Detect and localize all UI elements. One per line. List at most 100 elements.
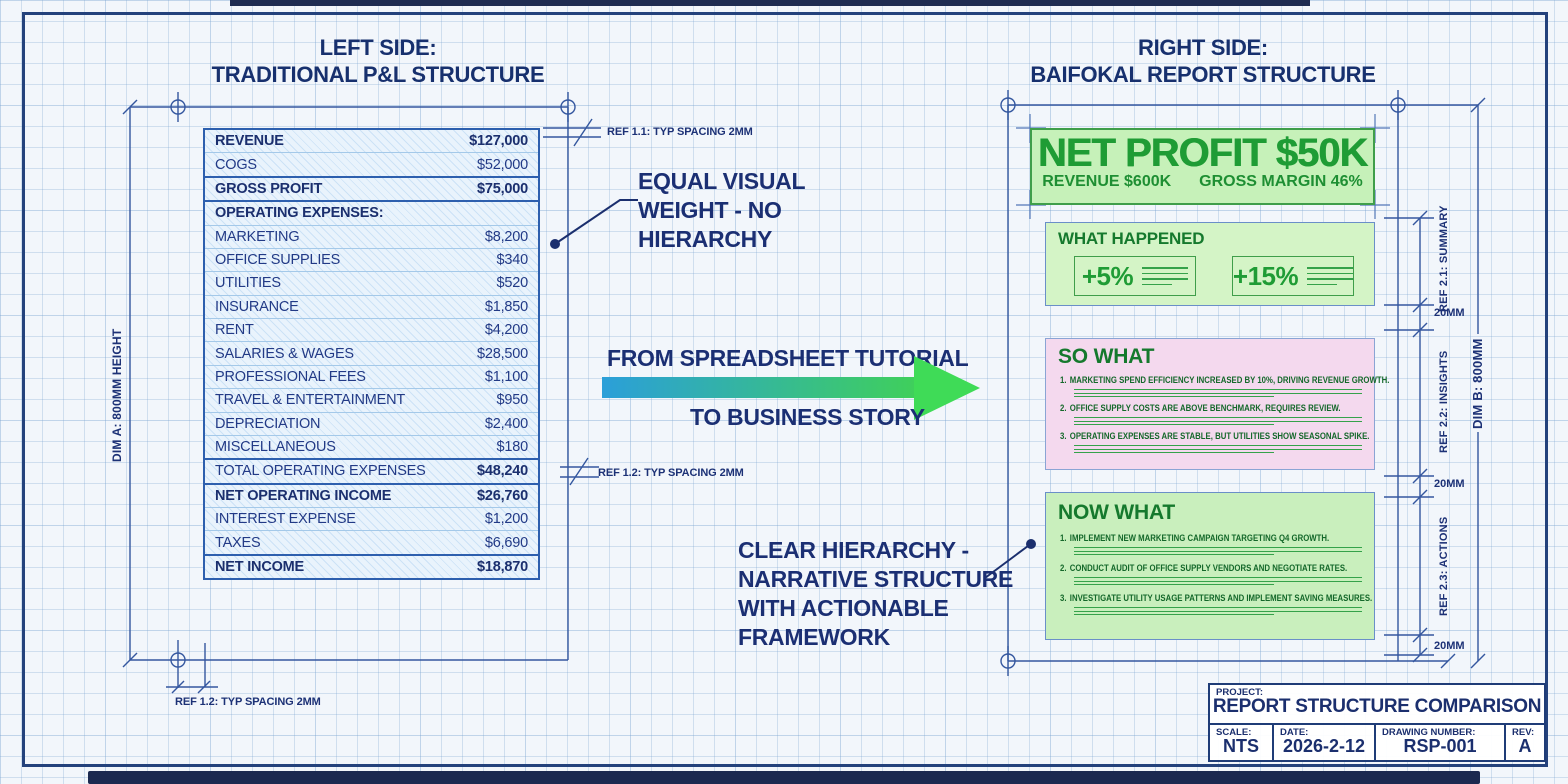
table-row: COGS $52,000 — [205, 152, 538, 175]
row-label: INSURANCE — [215, 298, 299, 315]
row-label: UTILITIES — [215, 275, 281, 292]
row-label: OPERATING EXPENSES: — [215, 205, 384, 222]
action-text: 2.CONDUCT AUDIT OF OFFICE SUPPLY VENDORS… — [1060, 563, 1347, 574]
field-label: DATE: — [1280, 727, 1309, 738]
title-block-cell: DRAWING NUMBER: RSP-001 — [1376, 725, 1506, 760]
row-label: NET INCOME — [215, 558, 305, 575]
net-profit-headline: NET PROFIT $50K — [1037, 131, 1369, 175]
row-value: $340 — [496, 252, 529, 269]
stat-card: +15% — [1232, 256, 1354, 296]
action-item: 1.IMPLEMENT NEW MARKETING CAMPAIGN TARGE… — [1060, 533, 1362, 555]
field-value: RSP-001 — [1403, 736, 1477, 756]
row-label: TAXES — [215, 534, 261, 551]
insight-item: 1.MARKETING SPEND EFFICIENCY INCREASED B… — [1060, 375, 1389, 397]
table-row: OFFICE SUPPLIES $340 — [205, 247, 538, 271]
annotation-line: CLEAR HIERARCHY - — [738, 537, 969, 563]
ref-1-2-bottom-note: REF 1.2: TYP SPACING 2MM — [175, 696, 321, 708]
title-block-cell: SCALE: NTS — [1210, 725, 1274, 760]
row-value: $950 — [496, 392, 529, 409]
now-what-heading: NOW WHAT — [1058, 501, 1175, 524]
insight-item: 3.OPERATING EXPENSES ARE STABLE, BUT UTI… — [1060, 431, 1369, 453]
row-value: $18,870 — [476, 558, 528, 575]
table-row: TOTAL OPERATING EXPENSES $48,240 — [205, 458, 538, 482]
right-title-line2: BAIFOKAL REPORT STRUCTURE — [1030, 62, 1376, 87]
annotation-line: HIERARCHY — [638, 226, 773, 252]
ref-2-2-insights-label: REF 2.2: INSIGHTS — [1438, 350, 1450, 453]
desk-edge-top — [230, 0, 1310, 6]
annotation-equal-weight: EQUAL VISUAL WEIGHT - NO HIERARCHY — [638, 167, 806, 254]
underline-rules — [1074, 607, 1362, 615]
ref-1-1-note: REF 1.1: TYP SPACING 2MM — [607, 126, 753, 138]
insight-text: 3.OPERATING EXPENSES ARE STABLE, BUT UTI… — [1060, 431, 1369, 442]
annotation-line: WEIGHT - NO — [638, 197, 782, 223]
gap-20mm-label: 20MM — [1434, 478, 1465, 490]
dim-a-label: DIM A: 800MM HEIGHT — [110, 328, 124, 462]
table-row: RENT $4,200 — [205, 318, 538, 341]
stat-percent: +5% — [1081, 260, 1134, 291]
what-happened-heading: WHAT HAPPENED — [1058, 229, 1205, 248]
pl-table: REVENUE $127,000 COGS $52,000 GROSS PROF… — [203, 128, 540, 580]
dim-b-label: DIM B: 800MM — [1470, 338, 1485, 430]
annotation-clear-hierarchy: CLEAR HIERARCHY - NARRATIVE STRUCTURE WI… — [738, 536, 1013, 652]
table-row: MISCELLANEOUS $180 — [205, 434, 538, 458]
field-label: DRAWING NUMBER: — [1382, 727, 1476, 738]
underline-rules — [1074, 577, 1362, 585]
annotation-line: EQUAL VISUAL — [638, 168, 806, 194]
row-label: DEPRECIATION — [215, 415, 321, 432]
row-value: $520 — [496, 275, 529, 292]
table-row: INTEREST EXPENSE $1,200 — [205, 507, 538, 530]
table-row: MARKETING $8,200 — [205, 224, 538, 248]
table-row: INSURANCE $1,850 — [205, 294, 538, 318]
item-text: CONDUCT AUDIT OF OFFICE SUPPLY VENDORS A… — [1069, 563, 1348, 574]
action-text: 1.IMPLEMENT NEW MARKETING CAMPAIGN TARGE… — [1060, 533, 1329, 544]
row-label: PROFESSIONAL FEES — [215, 368, 366, 385]
ref-1-2-mid-note: REF 1.2: TYP SPACING 2MM — [598, 467, 744, 479]
item-text: OFFICE SUPPLY COSTS ARE ABOVE BENCHMARK,… — [1069, 403, 1341, 414]
title-block-project-row: PROJECT: REPORT STRUCTURE COMPARISON — [1210, 685, 1544, 725]
field-label: SCALE: — [1216, 727, 1252, 738]
insight-text: 2.OFFICE SUPPLY COSTS ARE ABOVE BENCHMAR… — [1060, 403, 1341, 414]
net-profit-hero-box: NET PROFIT $50K REVENUE $600K GROSS MARG… — [1030, 128, 1375, 205]
so-what-box: SO WHAT 1.MARKETING SPEND EFFICIENCY INC… — [1045, 338, 1389, 470]
table-row: SALARIES & WAGES $28,500 — [205, 341, 538, 364]
row-label: MISCELLANEOUS — [215, 439, 336, 456]
hero-stats: REVENUE $600K GROSS MARGIN 46% — [1032, 173, 1373, 191]
title-block-cell: DATE: 2026-2-12 — [1274, 725, 1376, 760]
table-row: TAXES $6,690 — [205, 530, 538, 553]
project-label: PROJECT: — [1216, 687, 1263, 698]
hero-margin-stat: GROSS MARGIN 46% — [1199, 173, 1363, 190]
transformation-arrow-icon — [602, 356, 980, 420]
row-value: $1,850 — [484, 298, 528, 315]
underline-rules — [1074, 445, 1362, 453]
annotation-line: WITH ACTIONABLE — [738, 595, 949, 621]
action-item: 3.INVESTIGATE UTILITY USAGE PATTERNS AND… — [1060, 593, 1372, 615]
right-panel-title: RIGHT SIDE: BAIFOKAL REPORT STRUCTURE — [1003, 34, 1403, 88]
underline-rules — [1074, 389, 1362, 397]
row-label: SALARIES & WAGES — [215, 345, 354, 362]
right-title-line1: RIGHT SIDE: — [1138, 35, 1268, 60]
gap-20mm-label: 20MM — [1434, 640, 1465, 652]
table-row: NET OPERATING INCOME $26,760 — [205, 482, 538, 507]
row-label: INTEREST EXPENSE — [215, 511, 356, 528]
table-row: TRAVEL & ENTERTAINMENT $950 — [205, 388, 538, 411]
left-title-line2: TRADITIONAL P&L STRUCTURE — [211, 62, 545, 87]
row-label: RENT — [215, 322, 254, 339]
row-value: $127,000 — [469, 133, 528, 150]
now-what-items: 1.IMPLEMENT NEW MARKETING CAMPAIGN TARGE… — [1058, 533, 1372, 615]
row-value: $1,200 — [484, 511, 528, 528]
item-number: 3. — [1060, 431, 1067, 442]
field-value: 2026-2-12 — [1282, 736, 1366, 756]
row-label: COGS — [215, 156, 257, 173]
so-what-heading: SO WHAT — [1058, 345, 1155, 368]
what-happened-box: WHAT HAPPENED +5% +15% — [1045, 222, 1375, 306]
table-row: REVENUE $127,000 — [205, 130, 538, 152]
row-value: $8,200 — [484, 228, 528, 245]
title-block-cell: REV: A — [1506, 725, 1544, 760]
drawing-border-frame — [22, 12, 1548, 767]
row-value: $6,690 — [484, 534, 528, 551]
row-value: $4,200 — [484, 322, 528, 339]
field-value: NTS — [1223, 736, 1259, 756]
action-text: 3.INVESTIGATE UTILITY USAGE PATTERNS AND… — [1060, 593, 1372, 604]
row-label: GROSS PROFIT — [215, 180, 323, 197]
